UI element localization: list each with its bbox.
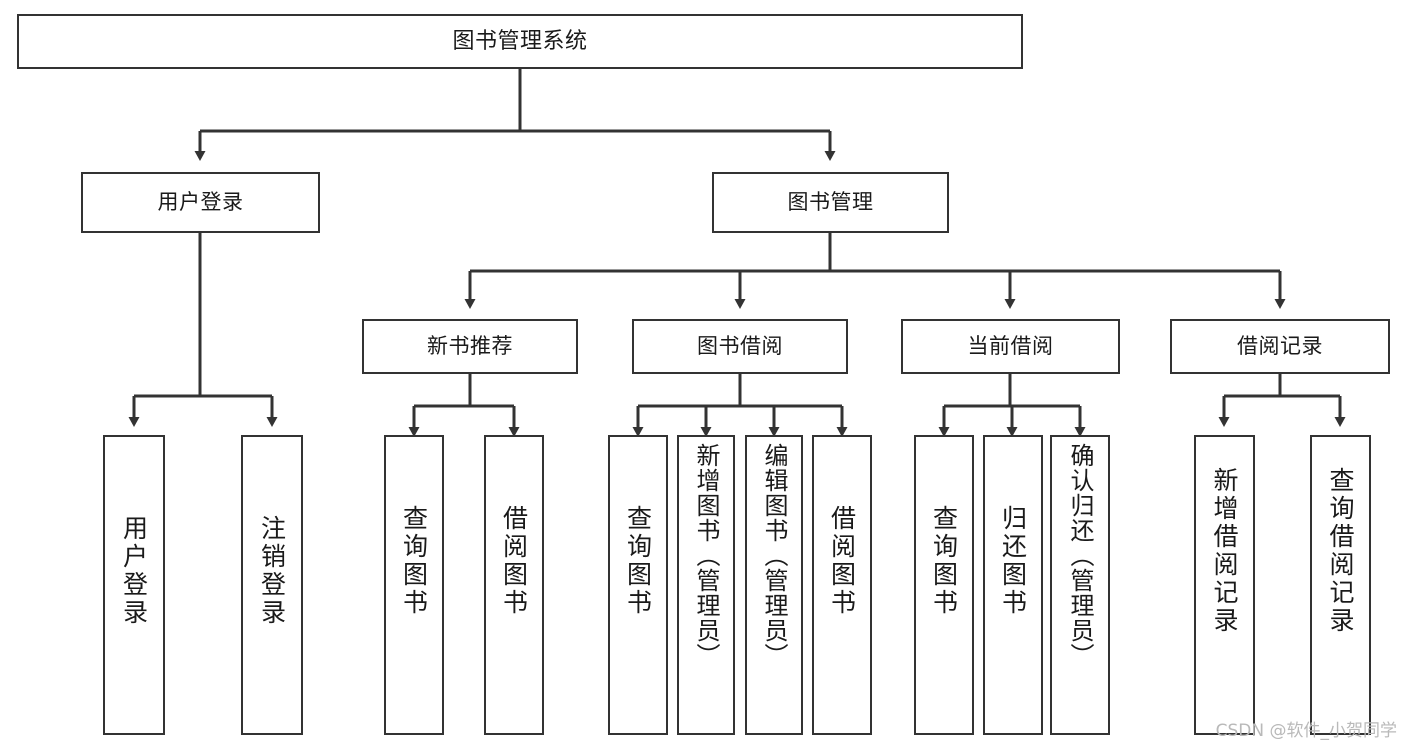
node-leaf-query-book-3[interactable]: 查询图书 <box>914 435 974 735</box>
node-leaf-borrow-book-2-label: 借阅图书 <box>827 505 857 617</box>
node-leaf-query-book-2-label: 查询图书 <box>623 505 653 617</box>
node-current-borrow-label: 当前借阅 <box>967 334 1054 359</box>
node-book-manage-label: 图书管理 <box>787 190 874 215</box>
node-leaf-confirm-return[interactable]: 确认归还（管理员） <box>1050 435 1110 735</box>
node-leaf-add-book-label: 新增图书（管理员） <box>692 443 720 668</box>
node-leaf-add-book[interactable]: 新增图书（管理员） <box>677 435 735 735</box>
node-leaf-query-record-label: 查询借阅记录 <box>1326 467 1355 635</box>
node-leaf-user-login[interactable]: 用户登录 <box>103 435 165 735</box>
node-leaf-user-login-label: 用户登录 <box>119 515 149 627</box>
node-leaf-add-record-label: 新增借阅记录 <box>1210 467 1239 635</box>
node-leaf-query-book-2[interactable]: 查询图书 <box>608 435 668 735</box>
node-leaf-edit-book-label: 编辑图书（管理员） <box>760 443 788 668</box>
watermark-text: CSDN @软件_小贺同学 <box>1215 721 1397 741</box>
node-borrow-record[interactable]: 借阅记录 <box>1170 319 1390 374</box>
node-root[interactable]: 图书管理系统 <box>17 14 1023 69</box>
node-leaf-confirm-return-label: 确认归还（管理员） <box>1066 443 1094 668</box>
node-new-book-rec-label: 新书推荐 <box>427 334 513 359</box>
node-new-book-rec[interactable]: 新书推荐 <box>362 319 578 374</box>
node-leaf-logout[interactable]: 注销登录 <box>241 435 303 735</box>
node-leaf-add-record[interactable]: 新增借阅记录 <box>1194 435 1255 735</box>
node-leaf-logout-label: 注销登录 <box>257 515 287 627</box>
node-user-login[interactable]: 用户登录 <box>81 172 320 233</box>
node-book-borrow-label: 图书借阅 <box>697 334 783 359</box>
node-borrow-record-label: 借阅记录 <box>1237 334 1323 359</box>
node-leaf-query-book-3-label: 查询图书 <box>929 505 959 617</box>
node-leaf-query-record[interactable]: 查询借阅记录 <box>1310 435 1371 735</box>
node-leaf-return-book[interactable]: 归还图书 <box>983 435 1043 735</box>
node-user-login-label: 用户登录 <box>157 190 244 215</box>
node-leaf-query-book-1-label: 查询图书 <box>399 505 429 617</box>
node-book-manage[interactable]: 图书管理 <box>712 172 949 233</box>
node-leaf-return-book-label: 归还图书 <box>998 505 1028 617</box>
node-book-borrow[interactable]: 图书借阅 <box>632 319 848 374</box>
node-leaf-borrow-book-1[interactable]: 借阅图书 <box>484 435 544 735</box>
node-leaf-borrow-book-2[interactable]: 借阅图书 <box>812 435 872 735</box>
node-leaf-edit-book[interactable]: 编辑图书（管理员） <box>745 435 803 735</box>
node-leaf-query-book-1[interactable]: 查询图书 <box>384 435 444 735</box>
node-leaf-borrow-book-1-label: 借阅图书 <box>499 505 529 617</box>
node-current-borrow[interactable]: 当前借阅 <box>901 319 1120 374</box>
node-root-label: 图书管理系统 <box>452 28 588 54</box>
